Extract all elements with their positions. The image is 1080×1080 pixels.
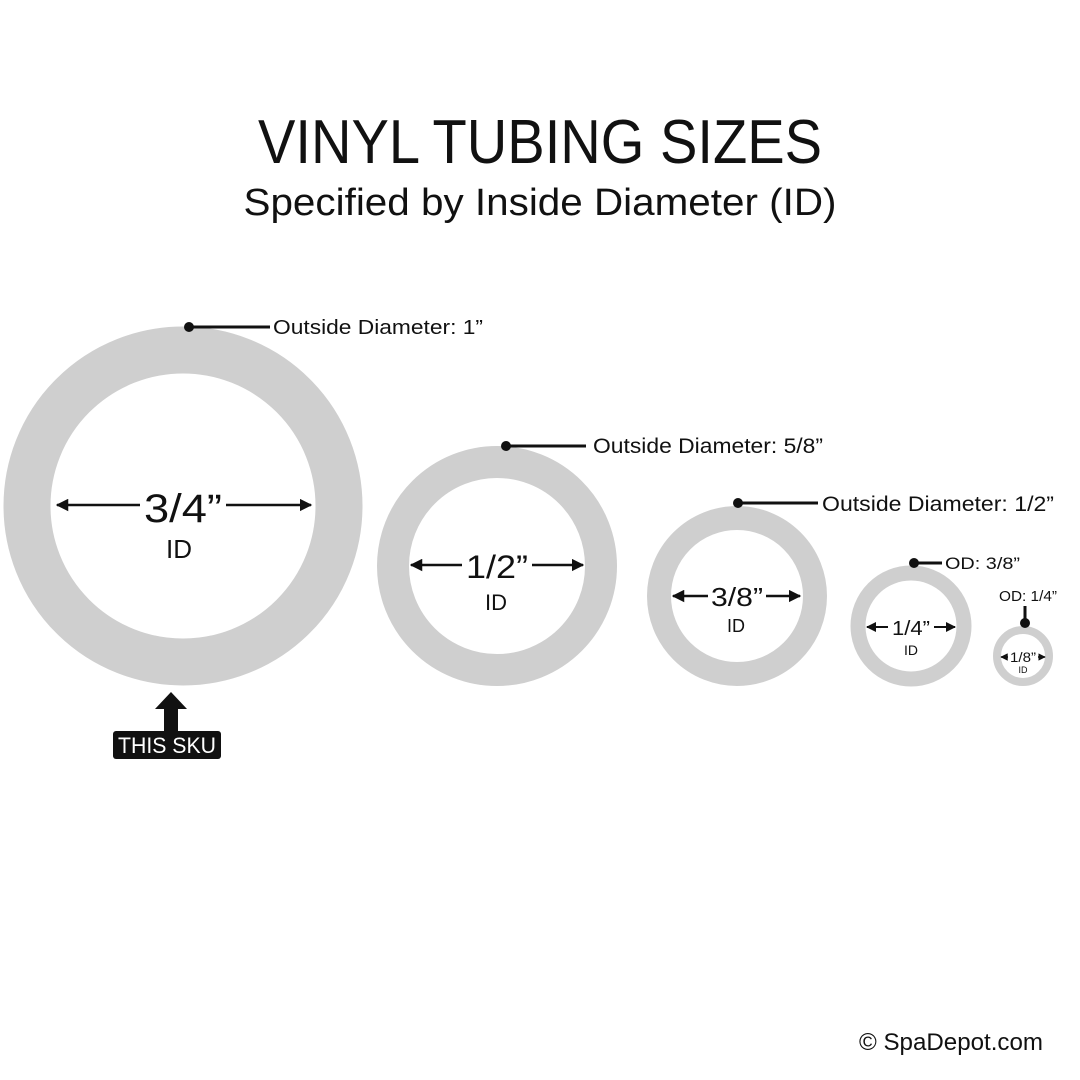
tube-1-8: 1/8” ID OD: 1/4” [993,588,1057,686]
tube-ring [377,446,617,686]
page-title: VINYL TUBING SIZES [258,108,822,177]
od-label: OD: 3/8” [945,554,1020,573]
tube-ring [647,506,827,686]
id-label: 1/2” [466,549,528,585]
tube-ring [850,565,972,687]
od-dot [1020,618,1030,628]
tube-3-4: 3/4” ID Outside Diameter: 1” [3,317,483,686]
up-arrow-icon [155,692,187,733]
id-label: 3/8” [711,582,763,612]
page-subtitle: Specified by Inside Diameter (ID) [244,182,837,224]
od-label: Outside Diameter: 1/2” [822,493,1054,516]
this-sku-badge [113,731,221,759]
id-label: 1/8” [1010,649,1036,665]
id-text: ID [485,590,507,615]
tube-3-8: 3/8” ID Outside Diameter: 1/2” [647,493,1054,686]
id-text: ID [1019,665,1029,675]
od-label: Outside Diameter: 1” [273,317,483,339]
this-sku-marker: THIS SKU [113,692,221,759]
id-label: 1/4” [892,618,930,640]
id-text: ID [727,616,745,636]
tube-ring [993,626,1053,686]
this-sku-label: THIS SKU [118,733,216,758]
tube-1-2: 1/2” ID Outside Diameter: 5/8” [377,435,823,686]
tube-1-4: 1/4” ID OD: 3/8” [850,554,1020,687]
od-label: Outside Diameter: 5/8” [593,435,823,458]
copyright: © SpaDepot.com [859,1029,1043,1056]
id-text: ID [166,534,192,564]
id-label: 3/4” [144,487,222,531]
tube-ring [3,326,363,686]
od-label: OD: 1/4” [999,588,1057,605]
id-text: ID [904,642,918,658]
